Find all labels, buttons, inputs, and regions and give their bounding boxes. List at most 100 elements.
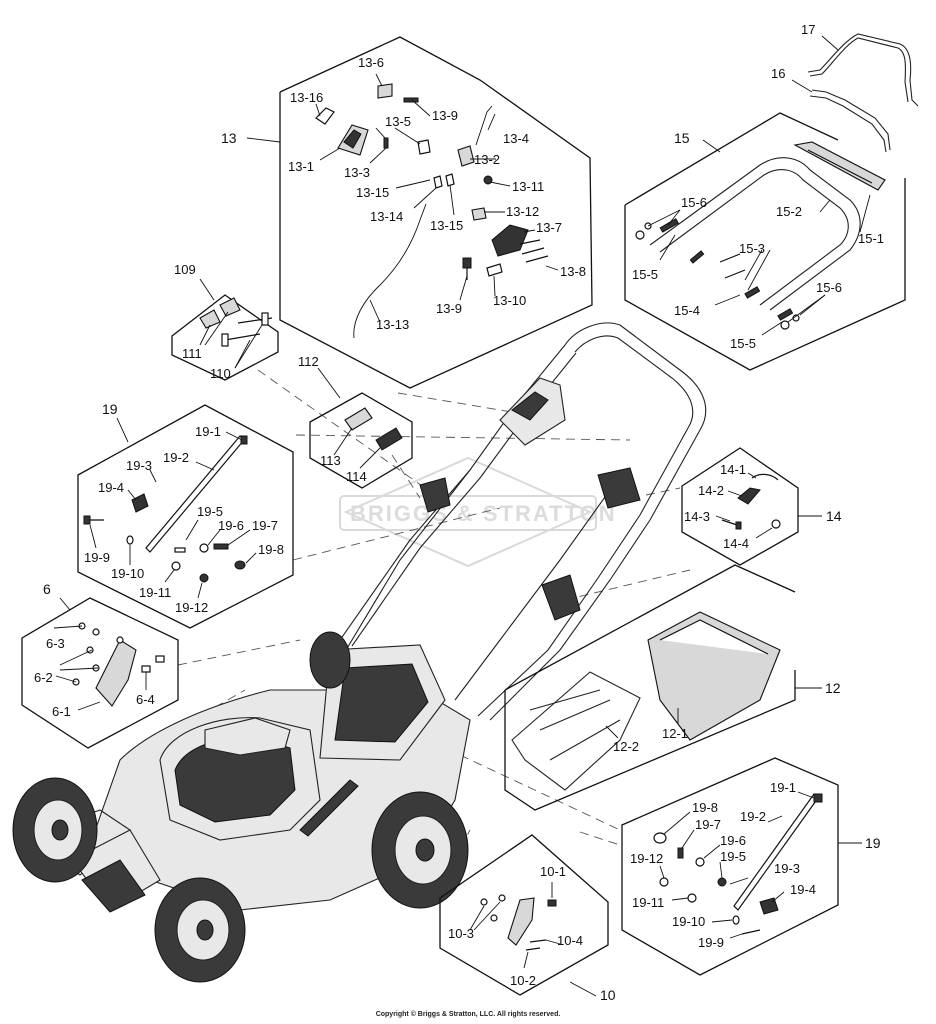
label-12: 12 [825,680,841,696]
label-13-12: 13-12 [506,204,539,219]
label-19-9-right: 19-9 [698,935,724,950]
label-15-2: 15-2 [776,204,802,219]
label-15-1: 15-1 [858,231,884,246]
label-19-1-left: 19-1 [195,424,221,439]
label-15-5-left: 15-5 [632,267,658,282]
label-10-3: 10-3 [448,926,474,941]
label-19-3-right: 19-3 [774,861,800,876]
label-6: 6 [43,581,51,597]
label-13-9-bottom: 13-9 [436,301,462,316]
watermark-text: BRIGGS & STRATTON [350,501,617,526]
label-6-4: 6-4 [136,692,155,707]
group-19-right: 19 19-1 19-2 19-3 19-4 19-5 19-6 19-7 19… [621,757,881,976]
label-19-10-right: 19-10 [672,914,705,929]
lawn-mower-assembly [12,322,707,983]
label-13-15-left: 13-15 [356,185,389,200]
label-13-7: 13-7 [536,220,562,235]
label-13-11: 13-11 [512,179,544,194]
label-19-5-left: 19-5 [197,504,223,519]
label-13-10: 13-10 [493,293,526,308]
label-19-11-left: 19-11 [139,585,171,600]
label-13-2: 13-2 [474,152,500,167]
label-19-7-right: 19-7 [695,817,721,832]
label-14-3: 14-3 [684,509,710,524]
group-12-grass-catcher: 12 12-1 12-2 [504,564,841,811]
label-114: 114 [346,469,367,484]
label-16: 16 [771,66,785,81]
label-14-1: 14-1 [720,462,746,477]
label-110: 110 [210,366,231,381]
label-13-9-top: 13-9 [432,108,458,123]
label-13-16: 13-16 [290,90,323,105]
label-19-9-left: 19-9 [84,550,110,565]
label-19-2-left: 19-2 [163,450,189,465]
wheel-front-right [154,877,246,983]
label-19-10-left: 19-10 [111,566,144,581]
label-13-15-right: 13-15 [430,218,463,233]
label-19-6-right: 19-6 [720,833,746,848]
label-19-5-right: 19-5 [720,849,746,864]
group-10: 10-1 10-3 10-4 10-2 10 [439,834,616,1003]
label-19-11-right: 19-11 [632,895,664,910]
copyright-notice: Copyright © Briggs & Stratton, LLC. All … [375,1011,561,1018]
label-14-4: 14-4 [723,536,749,551]
group-19-left: 19 19-1 19-2 19-3 19-4 19-5 19-6 19-7 19… [77,401,294,629]
label-19-4-right: 19-4 [790,882,816,897]
label-19-8-right: 19-8 [692,800,718,815]
label-19-4-left: 19-4 [98,480,124,495]
group-112: 112 113 114 [298,354,413,489]
label-15-3: 15-3 [739,241,765,256]
label-13-5: 13-5 [385,114,411,129]
label-19-7-left: 19-7 [252,518,278,533]
wheel-rear-left [309,631,351,689]
label-10-1: 10-1 [540,864,566,879]
label-112: 112 [298,354,319,369]
label-10-4: 10-4 [557,933,583,948]
label-6-3: 6-3 [46,636,65,651]
label-15-5-right: 15-5 [730,336,756,351]
label-19-left: 19 [102,401,118,417]
label-15-6-left: 15-6 [681,195,707,210]
wheel-front-left [12,777,98,883]
label-113: 113 [320,453,341,468]
label-15-4: 15-4 [674,303,700,318]
group-6: 6 6-3 6-2 6-4 6-1 [21,581,179,749]
label-13-8: 13-8 [560,264,586,279]
label-19-3-left: 19-3 [126,458,152,473]
label-19-12-right: 19-12 [630,851,663,866]
label-109: 109 [174,262,196,277]
label-19-12-left: 19-12 [175,600,208,615]
label-17: 17 [801,22,815,37]
label-15-6-right: 15-6 [816,280,842,295]
label-13-1: 13-1 [288,159,314,174]
label-19-8-left: 19-8 [258,542,284,557]
label-111: 111 [182,346,202,361]
label-10: 10 [600,987,616,1003]
parts-16-17-bail: 17 16 [771,22,919,153]
label-14-2: 14-2 [698,483,724,498]
label-13-14: 13-14 [370,209,403,224]
label-13-4: 13-4 [503,131,529,146]
label-13: 13 [221,130,237,146]
label-6-1: 6-1 [52,704,71,719]
label-6-2: 6-2 [34,670,53,685]
wheel-rear-right [371,791,469,909]
label-13-13: 13-13 [376,317,409,332]
label-19-1-right: 19-1 [770,780,796,795]
label-15: 15 [674,130,690,146]
label-13-6: 13-6 [358,55,384,70]
group-14: 14 14-1 14-2 14-3 14-4 [681,447,842,566]
label-13-3: 13-3 [344,165,370,180]
label-12-2: 12-2 [613,739,639,754]
group-15-upper-handle: 15 15-1 15-2 15-3 15-4 15-5 15-5 15-6 15… [624,112,906,371]
label-19-right: 19 [865,835,881,851]
label-19-6-left: 19-6 [218,518,244,533]
group-109: 109 111 110 [171,262,279,381]
label-12-1: 12-1 [662,726,688,741]
label-19-2-right: 19-2 [740,809,766,824]
label-14: 14 [826,508,842,524]
watermark-logo: BRIGGS & STRATTON [339,456,617,568]
label-10-2: 10-2 [510,973,536,988]
